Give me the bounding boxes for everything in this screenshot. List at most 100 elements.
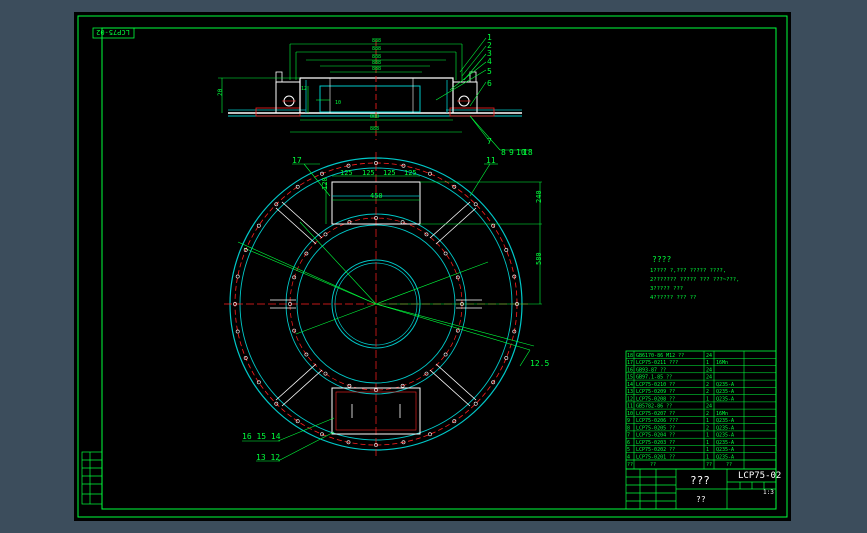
drawing-code: LCP75-02 <box>738 471 781 481</box>
bolt-hole <box>452 419 457 424</box>
bolt-hole <box>374 443 378 447</box>
bom-cell: LCP75-0204 ?? <box>636 433 675 439</box>
bolt-hole <box>455 275 460 280</box>
bom-cell: Q235-A <box>716 455 734 461</box>
bom-cell: GB93-87 ?? <box>636 367 666 373</box>
bom-cell: 2 <box>706 389 709 395</box>
bom-cell: Q235-A <box>716 447 734 453</box>
elev-dim-20: 20 <box>217 88 224 96</box>
title-small-unknown: ?? <box>696 495 706 504</box>
bolt-hole <box>504 356 509 360</box>
callout-11: 11 <box>486 156 496 165</box>
bolt-hole <box>504 248 509 252</box>
bolt-hole <box>256 380 261 385</box>
bolt-hole <box>515 302 519 306</box>
svg-text:888: 888 <box>372 54 381 60</box>
bolt-hole <box>346 163 351 168</box>
title-block <box>625 468 777 510</box>
bom-cell: Q235-A <box>716 396 734 402</box>
bom-cell: 24 <box>706 367 712 373</box>
bom-cell: 1 <box>706 360 709 366</box>
bom-cell: 1 <box>706 447 709 453</box>
bolt-hole <box>323 232 328 237</box>
bolt-hole <box>274 202 279 207</box>
bolt-hole <box>235 329 240 334</box>
bom-cell: Q235-A <box>716 389 734 395</box>
svg-text:450: 450 <box>370 192 383 200</box>
svg-text:7: 7 <box>487 137 492 146</box>
bolt-hole <box>323 371 328 376</box>
bom-cell: LCP75-0210 ?? <box>636 382 675 388</box>
left-margin-table <box>81 451 103 505</box>
bolt-hole <box>304 251 309 256</box>
elev-dim-12: 12 <box>301 86 307 92</box>
svg-text:6: 6 <box>487 79 492 88</box>
bom-cell: 15 <box>627 375 633 381</box>
svg-text:888: 888 <box>370 126 379 132</box>
bom-cell: 5 <box>627 447 630 453</box>
bom-cell: 1 <box>706 418 709 424</box>
bom-cell: 8 <box>627 425 630 431</box>
svg-text:888: 888 <box>372 66 381 72</box>
bolt-hole <box>473 401 478 406</box>
bolt-hole <box>512 274 517 279</box>
bolt-hole <box>243 248 248 252</box>
bolt-hole <box>491 223 496 228</box>
bom-cell: 18 <box>627 353 633 359</box>
rotated-code-box <box>92 27 135 39</box>
bom-cell: 14 <box>627 382 633 388</box>
bom-cell: 1 <box>706 440 709 446</box>
plan-callouts <box>242 163 531 462</box>
drawing-scale: 1:3 <box>763 489 774 496</box>
bom-cell: 24 <box>706 375 712 381</box>
svg-text:2: 2 <box>487 41 492 50</box>
bom-cell: 24 <box>706 353 712 359</box>
bolt-hole <box>374 388 378 392</box>
bom-cell: Q235-A <box>716 425 734 431</box>
bolt-hole <box>288 302 292 306</box>
bolt-hole <box>473 202 478 207</box>
bolt-hole <box>400 383 405 388</box>
bolt-hole <box>455 328 460 333</box>
bom-cell: LCP75-0208 ?? <box>636 396 675 402</box>
bolt-hole <box>401 163 406 168</box>
bolt-hole <box>235 274 240 279</box>
bom-cell: 1 <box>706 396 709 402</box>
bom-header-mat: ?? <box>726 462 732 468</box>
bolt-hole <box>401 440 406 445</box>
title-unknown: ??? <box>690 474 710 487</box>
bolt-hole <box>512 329 517 334</box>
bolt-hole <box>428 432 432 437</box>
bolt-hole <box>295 419 300 424</box>
bom-cell: LCP75-0209 ?? <box>636 389 675 395</box>
svg-text:125: 125 <box>340 169 353 177</box>
plan-view <box>224 152 542 456</box>
bolt-hole <box>292 328 297 333</box>
elevation-view: 888 888 888 888 888 888 888 20 12 10 <box>217 37 532 151</box>
bolt-hole <box>452 184 457 189</box>
bom-cell: LCP75-0211 ??? <box>636 360 678 366</box>
bolt-hole <box>491 380 496 385</box>
callout-17: 17 <box>292 156 302 165</box>
bolt-hole <box>443 352 448 357</box>
bom-cell: LCP75-0201 ?? <box>636 455 675 461</box>
svg-text:888: 888 <box>372 46 381 52</box>
inner-frame <box>101 27 777 510</box>
svg-text:125: 125 <box>362 169 375 177</box>
bom-header-qty: ?? <box>706 462 712 468</box>
svg-text:125: 125 <box>383 169 396 177</box>
bom-cell: 7 <box>627 433 630 439</box>
outer-frame <box>77 15 788 518</box>
bom-header-no: ?? <box>627 462 633 468</box>
plan-dimension-texts: 125 125 125 125 450 120 240 580 <box>321 169 543 265</box>
svg-text:18: 18 <box>523 148 533 157</box>
bom-cell: 4 <box>627 455 630 461</box>
bom-cell: Q235-A <box>716 440 734 446</box>
bom-cell: LCP75-0203 ?? <box>636 440 675 446</box>
bom-cell: GB5782-86 ?? <box>636 404 672 410</box>
elev-dim-10: 10 <box>335 100 341 106</box>
bom-cell: Q235-A <box>716 418 734 424</box>
bom-cell: LCP75-0207 ?? <box>636 411 675 417</box>
